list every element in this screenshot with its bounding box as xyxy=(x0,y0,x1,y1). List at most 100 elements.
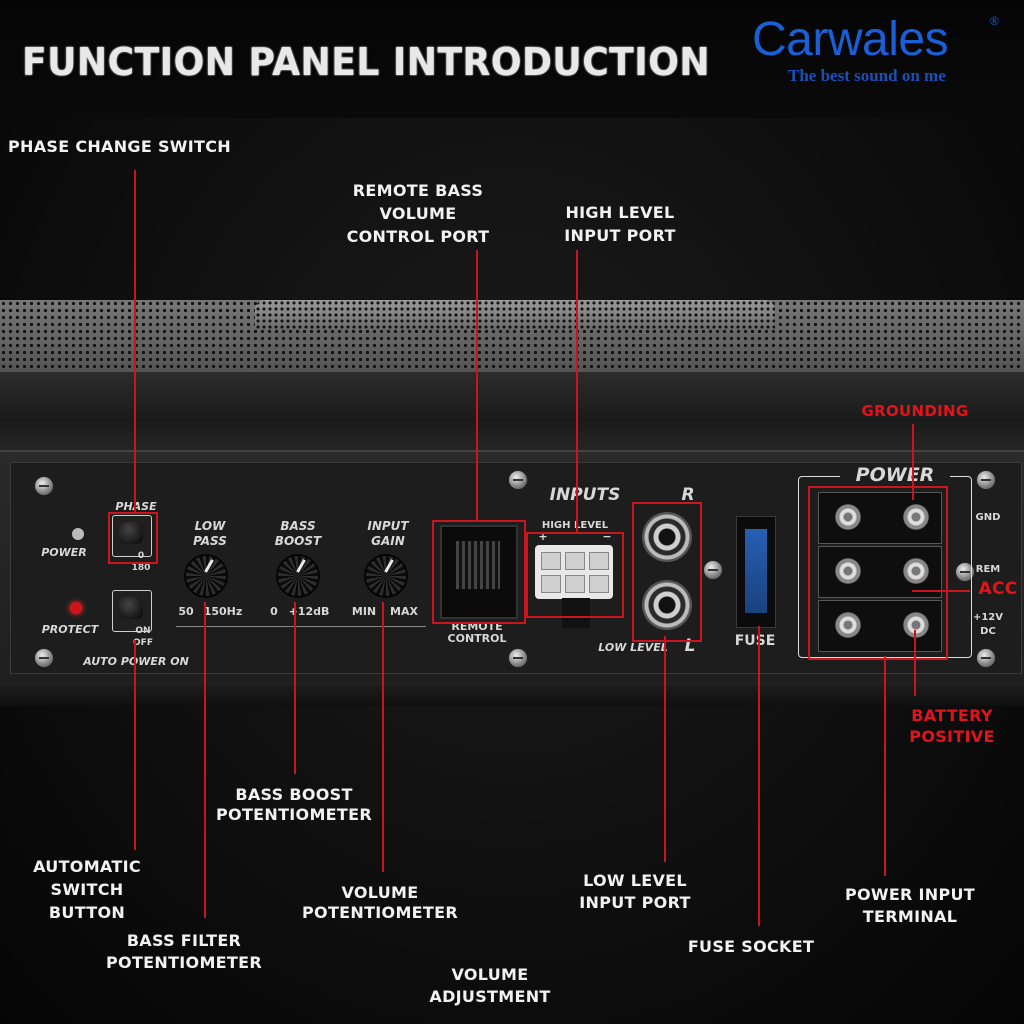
low-level-callout-1: LOW LEVEL xyxy=(583,871,687,890)
protect-label: PROTECT xyxy=(41,623,99,636)
low-level-leader-line xyxy=(664,636,666,862)
brand-tagline: The best sound on me xyxy=(788,66,946,85)
fuse-leader-line xyxy=(758,626,760,926)
power-led-icon xyxy=(72,528,84,540)
input-gain-min: MIN xyxy=(351,605,377,618)
amp-body-top xyxy=(0,370,1024,452)
protect-led-icon xyxy=(70,602,82,614)
low-level-highlight xyxy=(632,502,702,642)
rem-terminal[interactable] xyxy=(818,546,942,598)
high-level-highlight xyxy=(526,532,624,618)
low-pass-max: 150Hz xyxy=(203,605,243,618)
high-level-leader-line xyxy=(576,250,578,532)
page-title: FUNCTION PANEL INTRODUCTION xyxy=(22,40,711,84)
bass-filter-callout-1: BASS FILTER xyxy=(126,931,242,950)
screw-icon xyxy=(34,476,54,496)
high-level-minus: − xyxy=(602,530,612,543)
volume-pot-callout-2: POTENTIOMETER xyxy=(302,903,458,922)
header-bar: FUNCTION PANEL INTRODUCTION Carwales ® T… xyxy=(0,0,1024,118)
grounding-leader-line xyxy=(912,424,914,500)
remote-control-label-2: CONTROL xyxy=(447,632,507,645)
bass-boost-label-2: BOOST xyxy=(274,534,322,548)
high-level-callout-2: INPUT PORT xyxy=(564,226,676,245)
power-terminal-highlight xyxy=(808,486,948,660)
bass-boost-min: 0 xyxy=(270,605,278,618)
screw-icon xyxy=(703,560,723,580)
high-level-plus: + xyxy=(538,530,548,543)
remote-bass-callout-2: VOLUME xyxy=(379,204,457,223)
rca-right-input[interactable] xyxy=(642,512,692,562)
power-12v-terminal[interactable] xyxy=(818,600,942,652)
phase-180-label: 180 xyxy=(131,563,151,573)
input-l-label: L xyxy=(684,636,696,656)
volume-leader-line xyxy=(382,602,384,872)
remote-bass-callout-3: CONTROL PORT xyxy=(346,227,490,246)
battery-positive-callout-1: BATTERY xyxy=(911,706,993,725)
input-gain-label-1: INPUT xyxy=(367,519,409,533)
remote-leader-line xyxy=(476,250,478,520)
off-label: OFF xyxy=(133,638,153,648)
phase-change-switch-callout: PHASE CHANGE SWITCH xyxy=(8,137,231,156)
phase-label: PHASE xyxy=(115,500,157,513)
grounding-callout: GROUNDING xyxy=(861,402,969,420)
auto-switch-leader-line xyxy=(134,640,136,850)
battery-positive-callout-2: POSITIVE xyxy=(909,727,995,746)
amp-grille-top xyxy=(255,300,775,330)
remote-bass-callout-1: REMOTE BASS xyxy=(352,181,484,200)
power-input-callout-1: POWER INPUT xyxy=(844,885,976,904)
amp-body-bottom xyxy=(0,682,1024,706)
auto-switch-callout-3: BUTTON xyxy=(48,903,126,922)
high-level-label: HIGH LEVEL xyxy=(541,520,609,531)
auto-switch-callout-1: AUTOMATIC xyxy=(33,857,141,876)
brand-logo: Carwales xyxy=(752,13,949,66)
screw-icon xyxy=(508,470,528,490)
low-pass-knob[interactable] xyxy=(184,554,228,598)
input-gain-knob[interactable] xyxy=(364,554,408,598)
battery-leader-line xyxy=(914,630,916,696)
inputs-label: INPUTS xyxy=(549,485,621,505)
volume-adjustment-callout-2: ADJUSTMENT xyxy=(429,987,551,1006)
high-level-plug xyxy=(562,598,590,628)
dc-label: DC xyxy=(980,626,996,637)
phase-leader-line xyxy=(134,170,136,512)
power-label: POWER xyxy=(41,546,87,559)
high-level-connector[interactable] xyxy=(535,545,613,599)
power-input-leader-line xyxy=(884,656,886,876)
acc-leader-line xyxy=(912,590,970,592)
power-input-callout-2: TERMINAL xyxy=(862,907,958,926)
high-level-callout-1: HIGH LEVEL xyxy=(565,203,675,222)
remote-port-highlight xyxy=(432,520,526,624)
registered-mark: ® xyxy=(990,14,999,28)
low-pass-label-1: LOW xyxy=(194,519,226,533)
bass-boost-knob[interactable] xyxy=(276,554,320,598)
gnd-terminal[interactable] xyxy=(818,492,942,544)
panel-divider xyxy=(176,626,426,627)
auto-power-switch[interactable] xyxy=(112,590,152,632)
power-section-label: POWER xyxy=(840,464,950,486)
screw-icon xyxy=(34,648,54,668)
phase-switch[interactable] xyxy=(112,515,152,557)
bass-boost-max: +12dB xyxy=(288,605,330,618)
input-r-label: R xyxy=(681,485,695,505)
rca-left-input[interactable] xyxy=(642,580,692,630)
phase-switch-highlight xyxy=(108,512,158,564)
phase-0-label: 0 xyxy=(137,551,145,561)
fuse-label: FUSE xyxy=(734,633,776,649)
remote-control-port[interactable] xyxy=(440,525,518,619)
screw-icon xyxy=(508,648,528,668)
low-pass-label-2: PASS xyxy=(193,534,227,548)
low-level-label: LOW LEVEL xyxy=(598,641,668,654)
screw-icon xyxy=(976,648,996,668)
gnd-label: GND xyxy=(975,512,1001,523)
low-pass-min: 50 xyxy=(178,605,194,618)
bass-boost-pot-callout-2: POTENTIOMETER xyxy=(216,805,372,824)
acc-callout: ACC xyxy=(978,579,1018,599)
volume-adjustment-callout-1: VOLUME xyxy=(451,965,529,984)
auto-switch-callout-2: SWITCH xyxy=(50,880,124,899)
fuse-socket[interactable] xyxy=(736,516,776,628)
fuse-socket-callout: FUSE SOCKET xyxy=(687,937,815,956)
auto-power-on-label: AUTO POWER ON xyxy=(83,655,189,668)
v12-label: +12V xyxy=(972,612,1004,623)
low-level-callout-2: INPUT PORT xyxy=(579,893,691,912)
screw-icon xyxy=(976,470,996,490)
